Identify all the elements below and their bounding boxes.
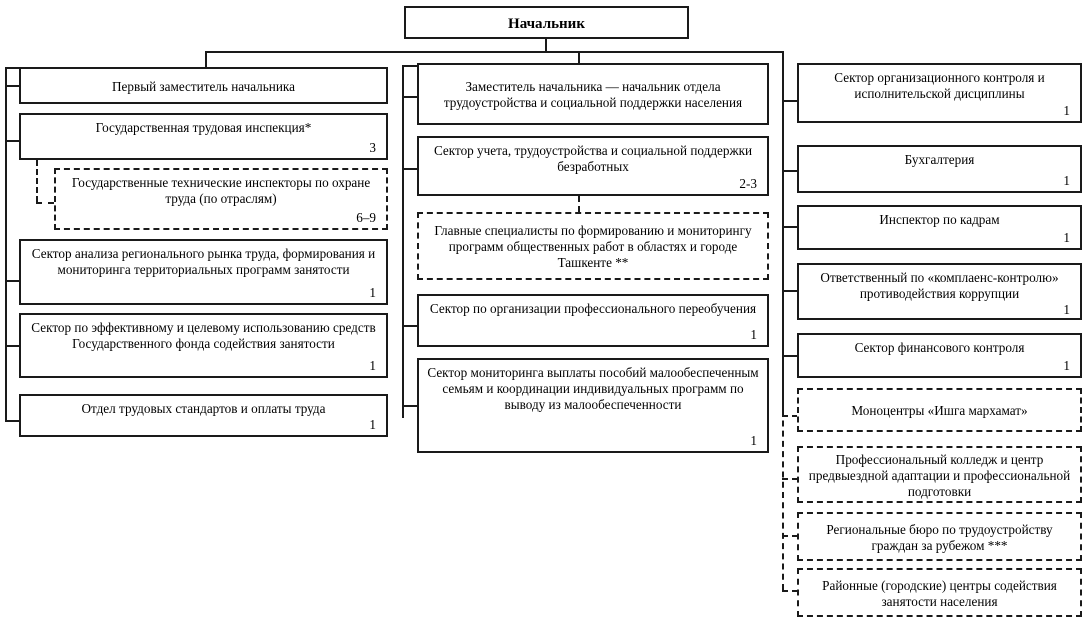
node-regional-labour-market-analysis[interactable]: Сектор анализа регионального рынка труда… (19, 239, 388, 305)
node-benefit-monitoring-sector[interactable]: Сектор мониторинга выплаты пособий малоо… (417, 358, 769, 453)
node-benefit-monitoring-sector-count: 1 (750, 433, 757, 448)
connector-right-dashed-branch-2 (782, 478, 798, 480)
connector-left-branch-3 (5, 280, 21, 282)
node-employment-fund-usage-label: Сектор по эффективному и целевому исполь… (31, 320, 376, 351)
connector-right-branch-4 (782, 290, 798, 292)
node-regional-labour-market-analysis-count: 1 (369, 285, 376, 300)
node-monocenters-ishga-marhamat[interactable]: Моноцентры «Ишга мархамат» (797, 388, 1082, 432)
node-accounting-label: Бухгалтерия (904, 152, 975, 167)
node-organizational-control-sector[interactable]: Сектор организационного контроля и испол… (797, 63, 1082, 123)
node-regional-bureaus-abroad-label: Региональные бюро по трудоустройству гра… (826, 521, 1053, 553)
connector-middle-branch-1 (402, 96, 418, 98)
node-hr-inspector-count: 1 (1063, 230, 1070, 245)
node-unemployed-support-sector-count: 2-3 (739, 176, 757, 191)
node-hr-inspector[interactable]: Инспектор по кадрам 1 (797, 205, 1082, 250)
node-organizational-control-sector-count: 1 (1063, 103, 1070, 118)
connector-middle-branch-4 (402, 405, 418, 407)
node-professional-retraining-sector-count: 1 (750, 327, 757, 342)
node-benefit-monitoring-sector-label: Сектор мониторинга выплаты пособий малоо… (427, 365, 759, 412)
node-professional-retraining-sector[interactable]: Сектор по организации профессионального … (417, 294, 769, 347)
node-hr-inspector-label: Инспектор по кадрам (879, 212, 1000, 227)
connector-right-dashed-spine (782, 400, 784, 590)
connector-left-spine (5, 67, 7, 420)
node-labour-standards-department-count: 1 (369, 417, 376, 432)
node-financial-control-sector-label: Сектор финансового контроля (854, 340, 1025, 355)
connector-right-branch-2 (782, 170, 798, 172)
node-unemployed-support-sector[interactable]: Сектор учета, трудоустройства и социальн… (417, 136, 769, 196)
node-state-technical-inspectors[interactable]: Государственные технические инспекторы п… (54, 168, 388, 230)
connector-drop-right (782, 51, 784, 67)
connector-middle-branch-3 (402, 325, 418, 327)
connector-right-dashed-branch-1 (782, 415, 798, 417)
connector-right-branch-3 (782, 226, 798, 228)
node-regional-bureaus-abroad[interactable]: Региональные бюро по трудоустройству гра… (797, 512, 1082, 561)
node-public-works-chief-specialists[interactable]: Главные специалисты по формированию и мо… (417, 212, 769, 280)
connector-middle-spine (402, 65, 404, 418)
connector-middle-dashed-drop (578, 196, 580, 212)
node-state-labour-inspection[interactable]: Государственная трудовая инспекция* 3 (19, 113, 388, 160)
node-labour-standards-department-label: Отдел трудовых стандартов и оплаты труда (81, 401, 326, 416)
node-deputy-head-employment-label: Заместитель начальника — начальник отдел… (443, 79, 743, 110)
node-first-deputy-label: Первый заместитель начальника (112, 78, 295, 94)
node-employment-fund-usage-count: 1 (369, 358, 376, 373)
node-regional-labour-market-analysis-label: Сектор анализа регионального рынка труда… (31, 246, 376, 277)
node-public-works-chief-specialists-label: Главные специалисты по формированию и мо… (434, 223, 752, 270)
connector-right-branch-5 (782, 355, 798, 357)
connector-left-branch-2 (5, 140, 21, 142)
connector-left-branch-1 (5, 85, 21, 87)
connector-left-branch-5 (5, 420, 21, 422)
node-first-deputy[interactable]: Первый заместитель начальника (19, 67, 388, 104)
connector-drop-left (205, 51, 207, 67)
node-state-technical-inspectors-label: Государственные технические инспекторы п… (71, 175, 371, 206)
connector-root-stem (545, 38, 547, 51)
node-accounting-count: 1 (1063, 173, 1070, 188)
node-professional-college-label: Профессиональный колледж и центр предвые… (808, 451, 1071, 499)
node-professional-college[interactable]: Профессиональный колледж и центр предвые… (797, 446, 1082, 503)
node-monocenters-ishga-marhamat-label: Моноцентры «Ишга мархамат» (851, 403, 1028, 418)
connector-right-dashed-branch-3 (782, 535, 798, 537)
connector-left-branch-4 (5, 345, 21, 347)
connector-left-dashed-branch (36, 202, 54, 204)
node-unemployed-support-sector-label: Сектор учета, трудоустройства и социальн… (433, 143, 753, 174)
node-district-city-centers[interactable]: Районные (городские) центры содействия з… (797, 568, 1082, 617)
connector-drop-middle (578, 51, 580, 65)
connector-left-dashed-drop (36, 160, 38, 202)
node-professional-retraining-sector-label: Сектор по организации профессионального … (429, 301, 757, 316)
connector-middle-branch-2 (402, 168, 418, 170)
connector-right-branch-1 (782, 100, 798, 102)
connector-main-bus (205, 51, 784, 53)
node-state-labour-inspection-label: Государственная трудовая инспекция* (95, 120, 312, 135)
node-employment-fund-usage[interactable]: Сектор по эффективному и целевому исполь… (19, 313, 388, 378)
node-financial-control-sector[interactable]: Сектор финансового контроля 1 (797, 333, 1082, 378)
node-deputy-head-employment[interactable]: Заместитель начальника — начальник отдел… (417, 63, 769, 125)
node-compliance-control-officer-label: Ответственный по «комплаенс-контролю» пр… (820, 270, 1059, 301)
node-organizational-control-sector-label: Сектор организационного контроля и испол… (834, 70, 1045, 101)
node-head[interactable]: Начальник (404, 6, 689, 39)
node-compliance-control-officer-count: 1 (1063, 302, 1070, 317)
node-labour-standards-department[interactable]: Отдел трудовых стандартов и оплаты труда… (19, 394, 388, 437)
connector-right-spine (782, 67, 784, 415)
node-state-labour-inspection-count: 3 (369, 140, 376, 155)
node-head-label: Начальник (508, 15, 585, 32)
node-district-city-centers-label: Районные (городские) центры содействия з… (822, 577, 1057, 609)
node-compliance-control-officer[interactable]: Ответственный по «комплаенс-контролю» пр… (797, 263, 1082, 320)
node-financial-control-sector-count: 1 (1063, 358, 1070, 373)
connector-right-dashed-branch-4 (782, 590, 798, 592)
node-state-technical-inspectors-count: 6–9 (356, 210, 376, 225)
node-accounting[interactable]: Бухгалтерия 1 (797, 145, 1082, 193)
